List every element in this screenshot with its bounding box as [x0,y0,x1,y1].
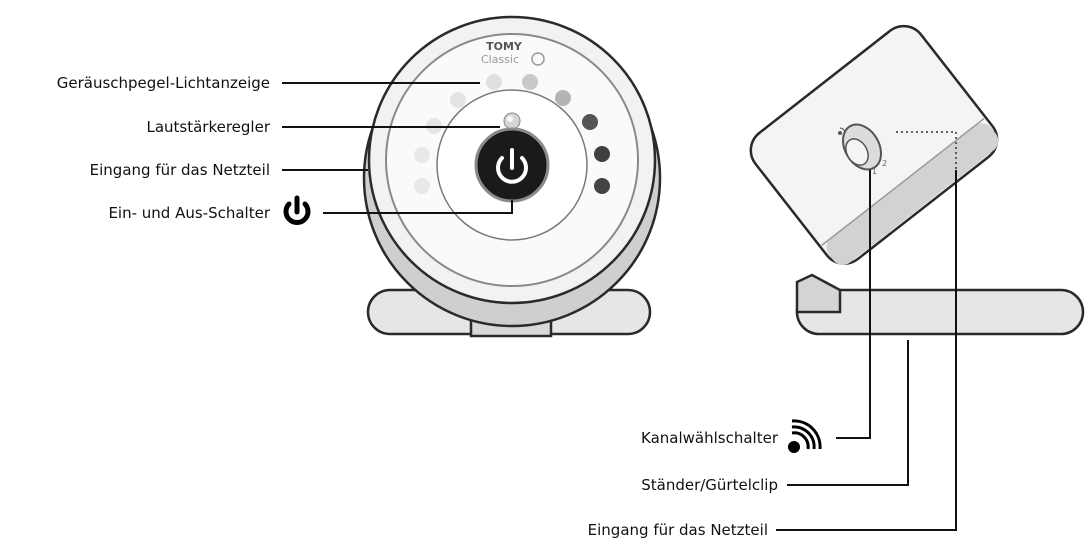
channel-mark-1: 1 [872,167,877,176]
front-view-device: TOMY Classic [362,15,662,338]
noise-light [582,114,598,130]
channel-switch-mini-icon [838,127,846,135]
leader-channel-switch [836,170,871,439]
label-channel-switch: Kanalwählschalter [641,429,779,447]
power-button-icon [496,148,528,184]
label-power-input-front: Eingang für das Netzteil [90,161,270,179]
label-volume-control: Lautstärkeregler [146,118,270,136]
noise-light [414,147,430,163]
noise-light [486,74,502,90]
noise-light [594,178,610,194]
leader-power-input-side [776,170,957,531]
noise-light [594,146,610,162]
volume-knob-highlight [507,116,513,122]
noise-light [450,92,466,108]
label-stand-belt-clip: Ständer/Gürtelclip [641,476,778,494]
power-icon [283,195,311,225]
brand-name: TOMY [486,40,523,53]
noise-light [414,178,430,194]
brand-logo-icon [531,52,545,66]
wireless-signal-icon [788,419,822,453]
brand-line: Classic [481,53,519,66]
leader-stand [787,340,909,486]
label-on-off-switch: Ein- und Aus-Schalter [108,204,270,222]
label-power-input-side: Eingang für das Netzteil [588,521,768,539]
callout-labels: Geräuschpegel-Lichtanzeige Lautstärkereg… [57,74,779,539]
leader-lines [282,82,957,531]
noise-level-lights [414,74,610,194]
label-noise-level-lights: Geräuschpegel-Lichtanzeige [57,74,270,92]
channel-switch-knob [845,138,869,166]
noise-light [522,74,538,90]
noise-light [555,90,571,106]
channel-mark-2: 2 [882,159,887,168]
power-input-side-marker [896,131,957,170]
side-view-device: 1 2 [749,24,1085,336]
leader-on-off [323,200,513,214]
side-stand-hinge [795,273,842,314]
